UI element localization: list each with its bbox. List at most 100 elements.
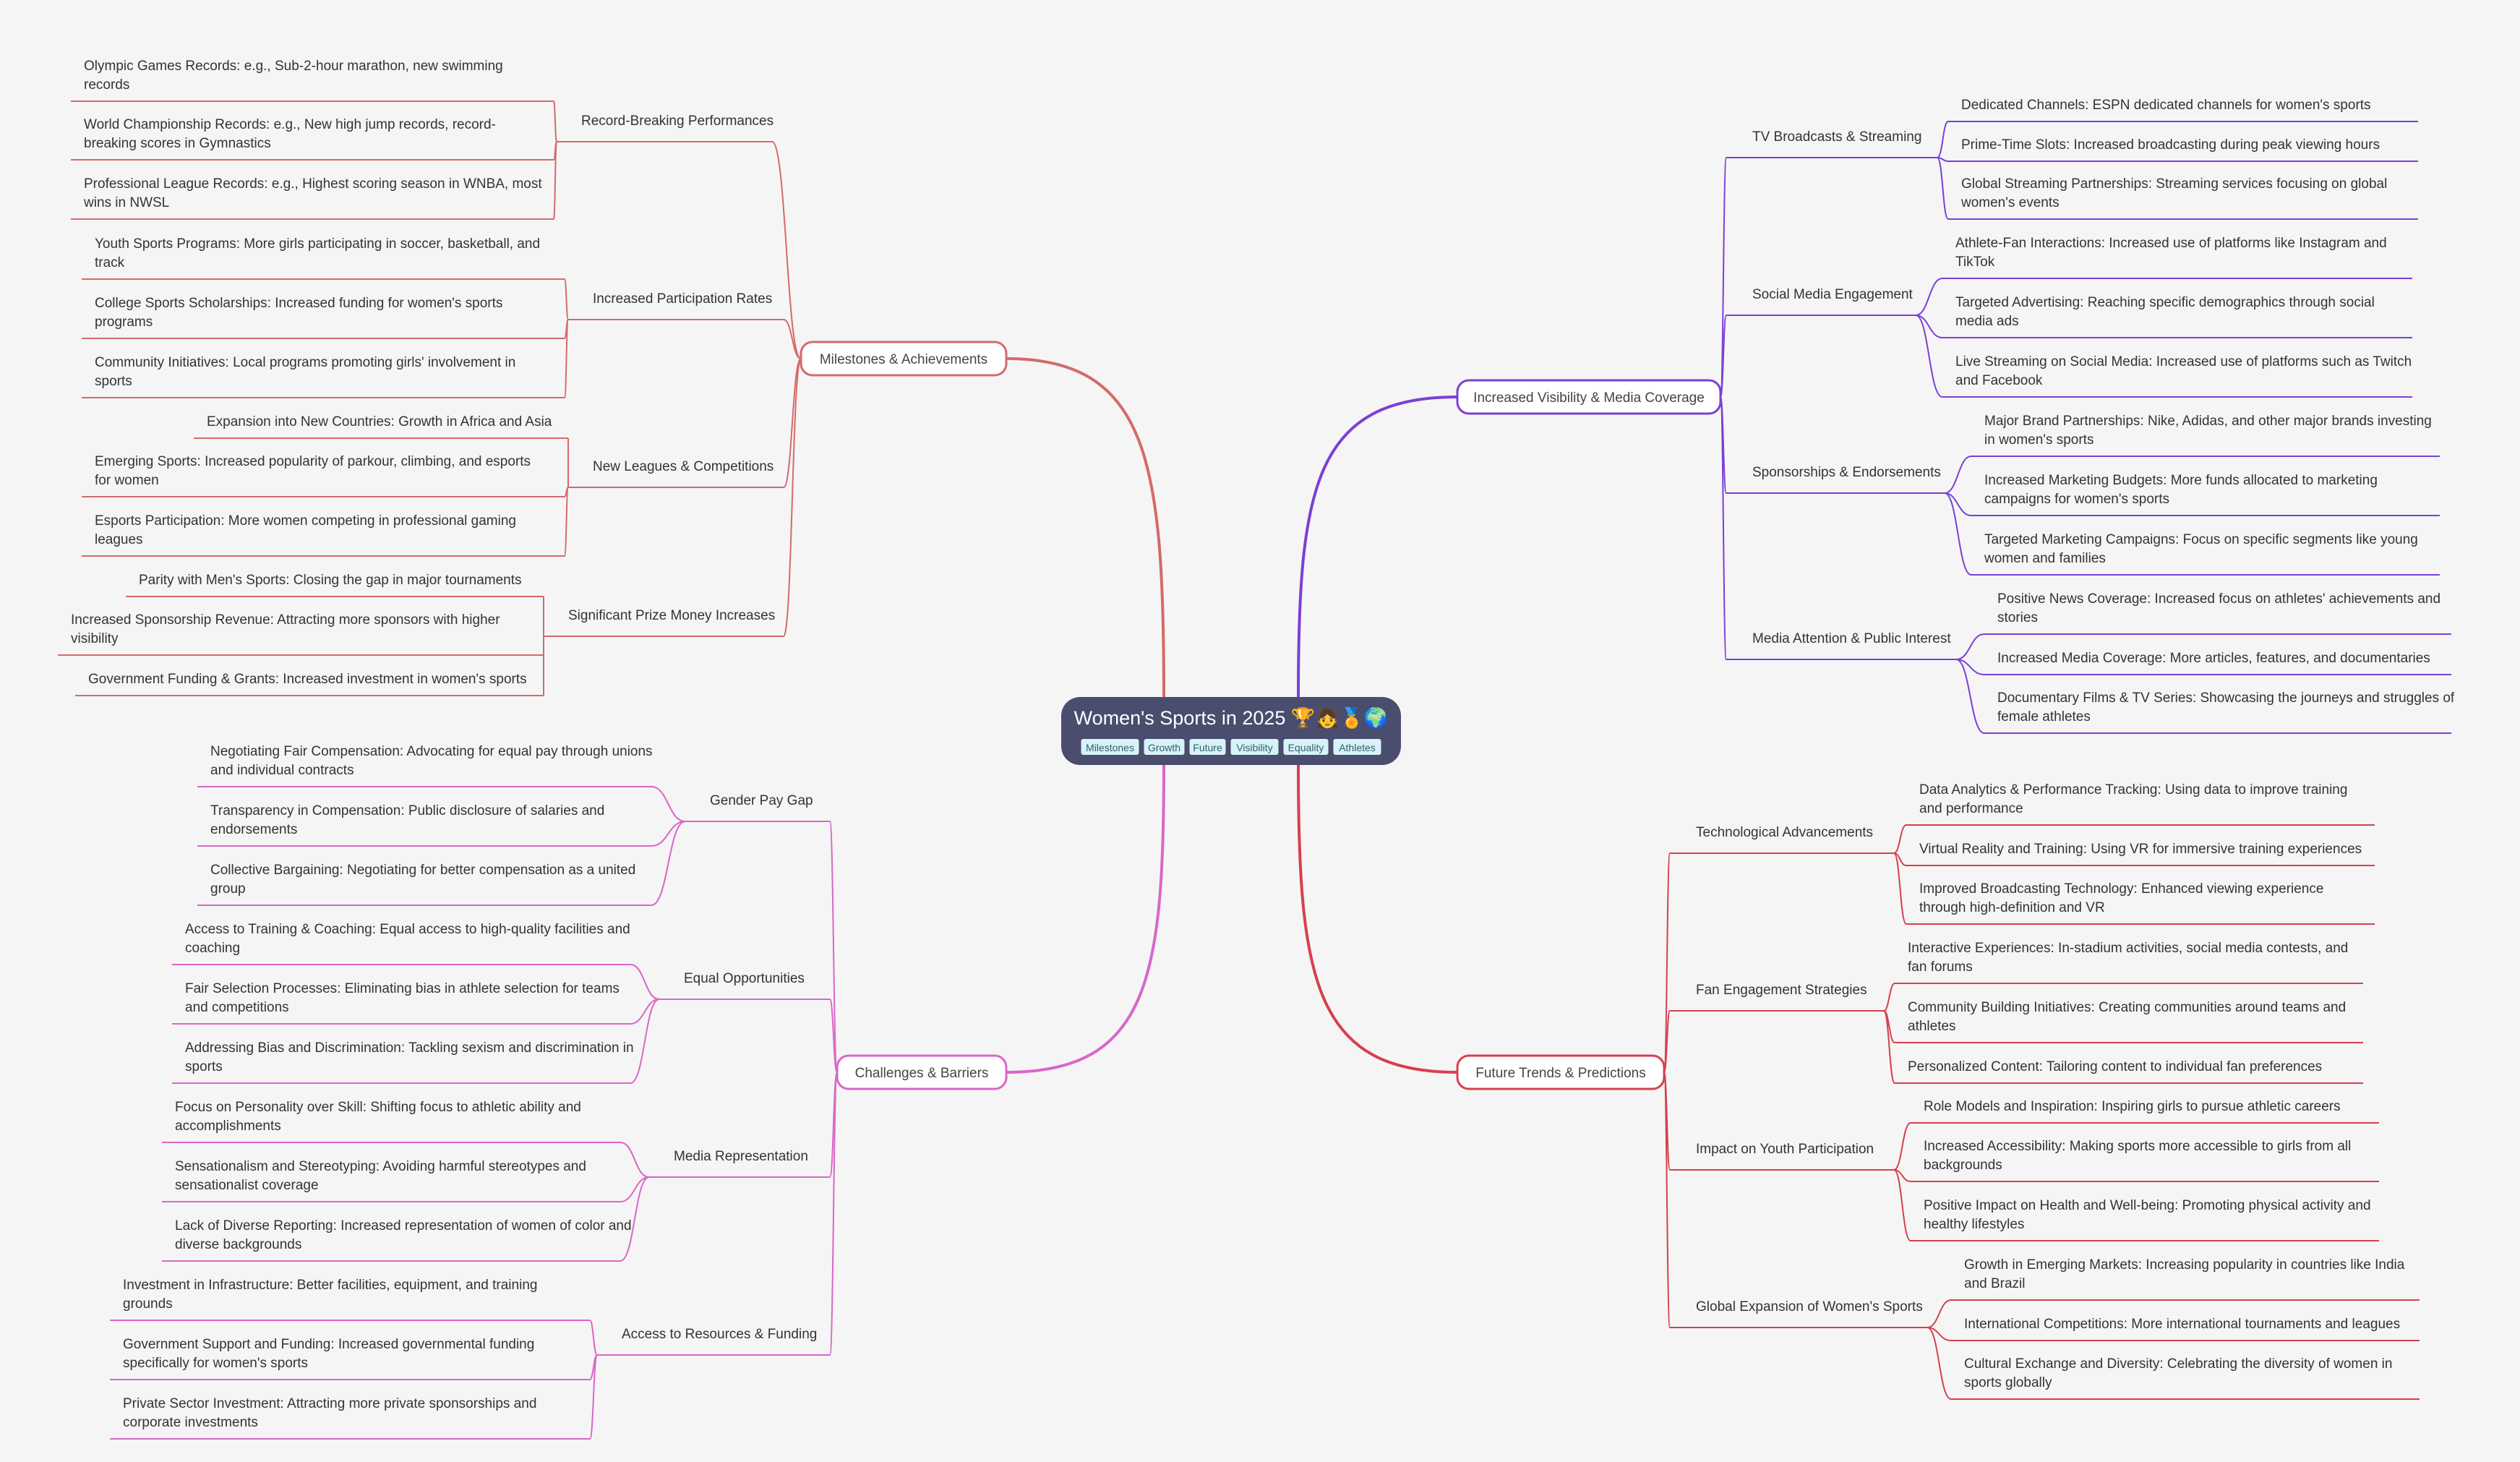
subtopic-label[interactable]: Sponsorships & Endorsements [1752, 465, 1941, 480]
subtopic-label[interactable]: Impact on Youth Participation [1696, 1142, 1874, 1157]
leaf-item[interactable]: Community Building Initiatives: Creating… [1908, 1000, 2346, 1034]
subtopic-label[interactable]: New Leagues & Competitions [593, 459, 773, 474]
leaf-item[interactable]: Growth in Emerging Markets: Increasing p… [1964, 1257, 2405, 1291]
tag-box [1230, 739, 1279, 755]
subtopic-media-representation[interactable]: Media Representation [674, 1149, 808, 1164]
leaf-item[interactable]: World Championship Records: e.g., New hi… [84, 117, 496, 151]
leaf-item[interactable]: Cultural Exchange and Diversity: Celebra… [1964, 1356, 2392, 1390]
connector-leaf [1893, 1122, 1911, 1171]
subtopic-record-breaking-performances[interactable]: Record-Breaking Performances [581, 114, 773, 129]
leaf-item[interactable]: Olympic Games Records: e.g., Sub-2-hour … [84, 59, 503, 93]
subtopic-label[interactable]: Media Representation [674, 1149, 808, 1164]
leaf-item[interactable]: Major Brand Partnerships: Nike, Adidas, … [1984, 414, 2432, 448]
subtopic-tv-broadcasts-streaming[interactable]: TV Broadcasts & Streaming [1752, 129, 1921, 145]
leaf-item[interactable]: Negotiating Fair Compensation: Advocatin… [210, 744, 653, 778]
connector-leaf [1927, 1327, 1952, 1400]
subtopic-label[interactable]: Increased Participation Rates [593, 291, 772, 307]
subtopic-label[interactable]: Equal Opportunities [684, 971, 805, 986]
subtopic-global-expansion-of-women-s-sports[interactable]: Global Expansion of Women's Sports [1696, 1299, 1923, 1314]
leaf-item[interactable]: Role Models and Inspiration: Inspiring g… [1924, 1099, 2341, 1114]
leaf-label: Government Funding & Grants: Increased i… [88, 672, 527, 687]
connector-leaf [651, 786, 686, 822]
subtopic-increased-participation-rates[interactable]: Increased Participation Rates [593, 291, 772, 307]
leaf-item[interactable]: Increased Marketing Budgets: More funds … [1984, 473, 2378, 507]
leaf-item[interactable]: Dedicated Channels: ESPN dedicated chann… [1961, 98, 2371, 113]
subtopic-sponsorships-endorsements[interactable]: Sponsorships & Endorsements [1752, 465, 1941, 480]
branch-challenges-barriers[interactable]: Challenges & Barriers [836, 1054, 1008, 1090]
leaf-item[interactable]: Youth Sports Programs: More girls partic… [95, 236, 540, 270]
leaf-item[interactable]: College Sports Scholarships: Increased f… [95, 296, 502, 330]
subtopic-label[interactable]: Significant Prize Money Increases [568, 608, 775, 623]
leaf-item[interactable]: Government Support and Funding: Increase… [123, 1337, 534, 1371]
leaf-item[interactable]: Personalized Content: Tailoring content … [1908, 1059, 2322, 1074]
leaf-item[interactable]: Transparency in Compensation: Public dis… [210, 803, 604, 837]
subtopic-label[interactable]: Global Expansion of Women's Sports [1696, 1299, 1923, 1314]
leaf-item[interactable]: Virtual Reality and Training: Using VR f… [1919, 842, 2362, 857]
leaf-item[interactable]: Esports Participation: More women compet… [95, 513, 516, 547]
subtopic-access-to-resources-funding[interactable]: Access to Resources & Funding [622, 1327, 817, 1342]
leaf-item[interactable]: Fair Selection Processes: Eliminating bi… [185, 981, 620, 1015]
leaf-item[interactable]: Improved Broadcasting Technology: Enhanc… [1919, 881, 2323, 915]
leaf-item[interactable]: Access to Training & Coaching: Equal acc… [185, 922, 630, 956]
subtopic-label[interactable]: Fan Engagement Strategies [1696, 983, 1867, 998]
leaf-item[interactable]: Data Analytics & Performance Tracking: U… [1919, 782, 2347, 816]
subtopic-significant-prize-money-increases[interactable]: Significant Prize Money Increases [568, 608, 775, 623]
leaf-item[interactable]: Focus on Personality over Skill: Shiftin… [175, 1100, 581, 1134]
leaf-item[interactable]: Private Sector Investment: Attracting mo… [123, 1396, 536, 1430]
branch-future-trends-predictions[interactable]: Future Trends & Predictions [1456, 1054, 1666, 1090]
leaf-item[interactable]: Targeted Advertising: Reaching specific … [1955, 295, 2375, 329]
leaf-item[interactable]: Expansion into New Countries: Growth in … [207, 414, 552, 429]
leaf-item[interactable]: Investment in Infrastructure: Better fac… [123, 1278, 537, 1312]
leaf-item[interactable]: Increased Media Coverage: More articles,… [1997, 651, 2430, 666]
leaf-item[interactable]: Collective Bargaining: Negotiating for b… [210, 863, 635, 897]
subtopic-fan-engagement-strategies[interactable]: Fan Engagement Strategies [1696, 983, 1867, 998]
leaf-item[interactable]: Prime-Time Slots: Increased broadcasting… [1961, 137, 2380, 153]
branch-box[interactable] [800, 341, 1008, 377]
leaf-item[interactable]: Parity with Men's Sports: Closing the ga… [139, 573, 522, 588]
subtopic-label[interactable]: Access to Resources & Funding [622, 1327, 817, 1342]
leaf-item[interactable]: Government Funding & Grants: Increased i… [88, 672, 527, 687]
branch-box[interactable] [836, 1054, 1008, 1090]
subtopic-new-leagues-competitions[interactable]: New Leagues & Competitions [593, 459, 773, 474]
subtopic-social-media-engagement[interactable]: Social Media Engagement [1752, 287, 1913, 302]
branch-increased-visibility-media-coverage[interactable]: Increased Visibility & Media Coverage [1456, 379, 1722, 415]
subtopic-impact-on-youth-participation[interactable]: Impact on Youth Participation [1696, 1142, 1874, 1157]
leaf-item[interactable]: Positive Impact on Health and Well-being… [1924, 1198, 2371, 1232]
leaf-item[interactable]: Documentary Films & TV Series: Showcasin… [1997, 691, 2455, 724]
leaf-item[interactable]: Live Streaming on Social Media: Increase… [1955, 354, 2412, 388]
leaf-item[interactable]: Increased Accessibility: Making sports m… [1924, 1139, 2351, 1173]
leaf-label: Increased Media Coverage: More articles,… [1997, 651, 2430, 666]
leaf-item[interactable]: Increased Sponsorship Revenue: Attractin… [71, 612, 500, 646]
subtopic-technological-advancements[interactable]: Technological Advancements [1696, 825, 1873, 840]
leaf-item[interactable]: Community Initiatives: Local programs pr… [95, 355, 515, 389]
leaf-label: Athlete-Fan Interactions: Increased use … [1955, 236, 2387, 270]
subtopic-media-attention-public-interest[interactable]: Media Attention & Public Interest [1752, 631, 1951, 646]
leaf-item[interactable]: Targeted Marketing Campaigns: Focus on s… [1984, 532, 2418, 566]
leaf-item[interactable]: International Competitions: More interna… [1964, 1317, 2400, 1332]
leaf-item[interactable]: Addressing Bias and Discrimination: Tack… [185, 1040, 634, 1074]
subtopic-label[interactable]: Record-Breaking Performances [581, 114, 773, 129]
branch-milestones-achievements[interactable]: Milestones & Achievements [800, 341, 1008, 377]
leaf-item[interactable]: Global Streaming Partnerships: Streaming… [1960, 176, 2387, 210]
branch-box[interactable] [1456, 379, 1722, 415]
leaf-item[interactable]: Interactive Experiences: In-stadium acti… [1908, 941, 2348, 975]
branch-box[interactable] [1456, 1054, 1666, 1090]
subtopic-equal-opportunities[interactable]: Equal Opportunities [684, 971, 805, 986]
leaf-item[interactable]: Lack of Diverse Reporting: Increased rep… [175, 1218, 632, 1252]
leaf-item[interactable]: Positive News Coverage: Increased focus … [1997, 591, 2440, 625]
branch-label: Challenges & Barriers [855, 1066, 989, 1081]
subtopic-label[interactable]: Social Media Engagement [1752, 287, 1913, 302]
subtopic-label[interactable]: Media Attention & Public Interest [1752, 631, 1951, 646]
subtopic-label[interactable]: Gender Pay Gap [710, 793, 813, 808]
leaf-item[interactable]: Emerging Sports: Increased popularity of… [95, 454, 531, 488]
subtopic-gender-pay-gap[interactable]: Gender Pay Gap [710, 793, 813, 808]
subtopic-label[interactable]: Technological Advancements [1696, 825, 1873, 840]
leaf-item[interactable]: Athlete-Fan Interactions: Increased use … [1955, 236, 2387, 270]
connector-leaf [1944, 456, 1972, 494]
leaf-label: Improved Broadcasting Technology: Enhanc… [1919, 881, 2323, 915]
subtopic-label[interactable]: TV Broadcasts & Streaming [1752, 129, 1921, 145]
leaf-item[interactable]: Sensationalism and Stereotyping: Avoidin… [175, 1159, 586, 1193]
leaf-item[interactable]: Professional League Records: e.g., Highe… [83, 176, 542, 210]
